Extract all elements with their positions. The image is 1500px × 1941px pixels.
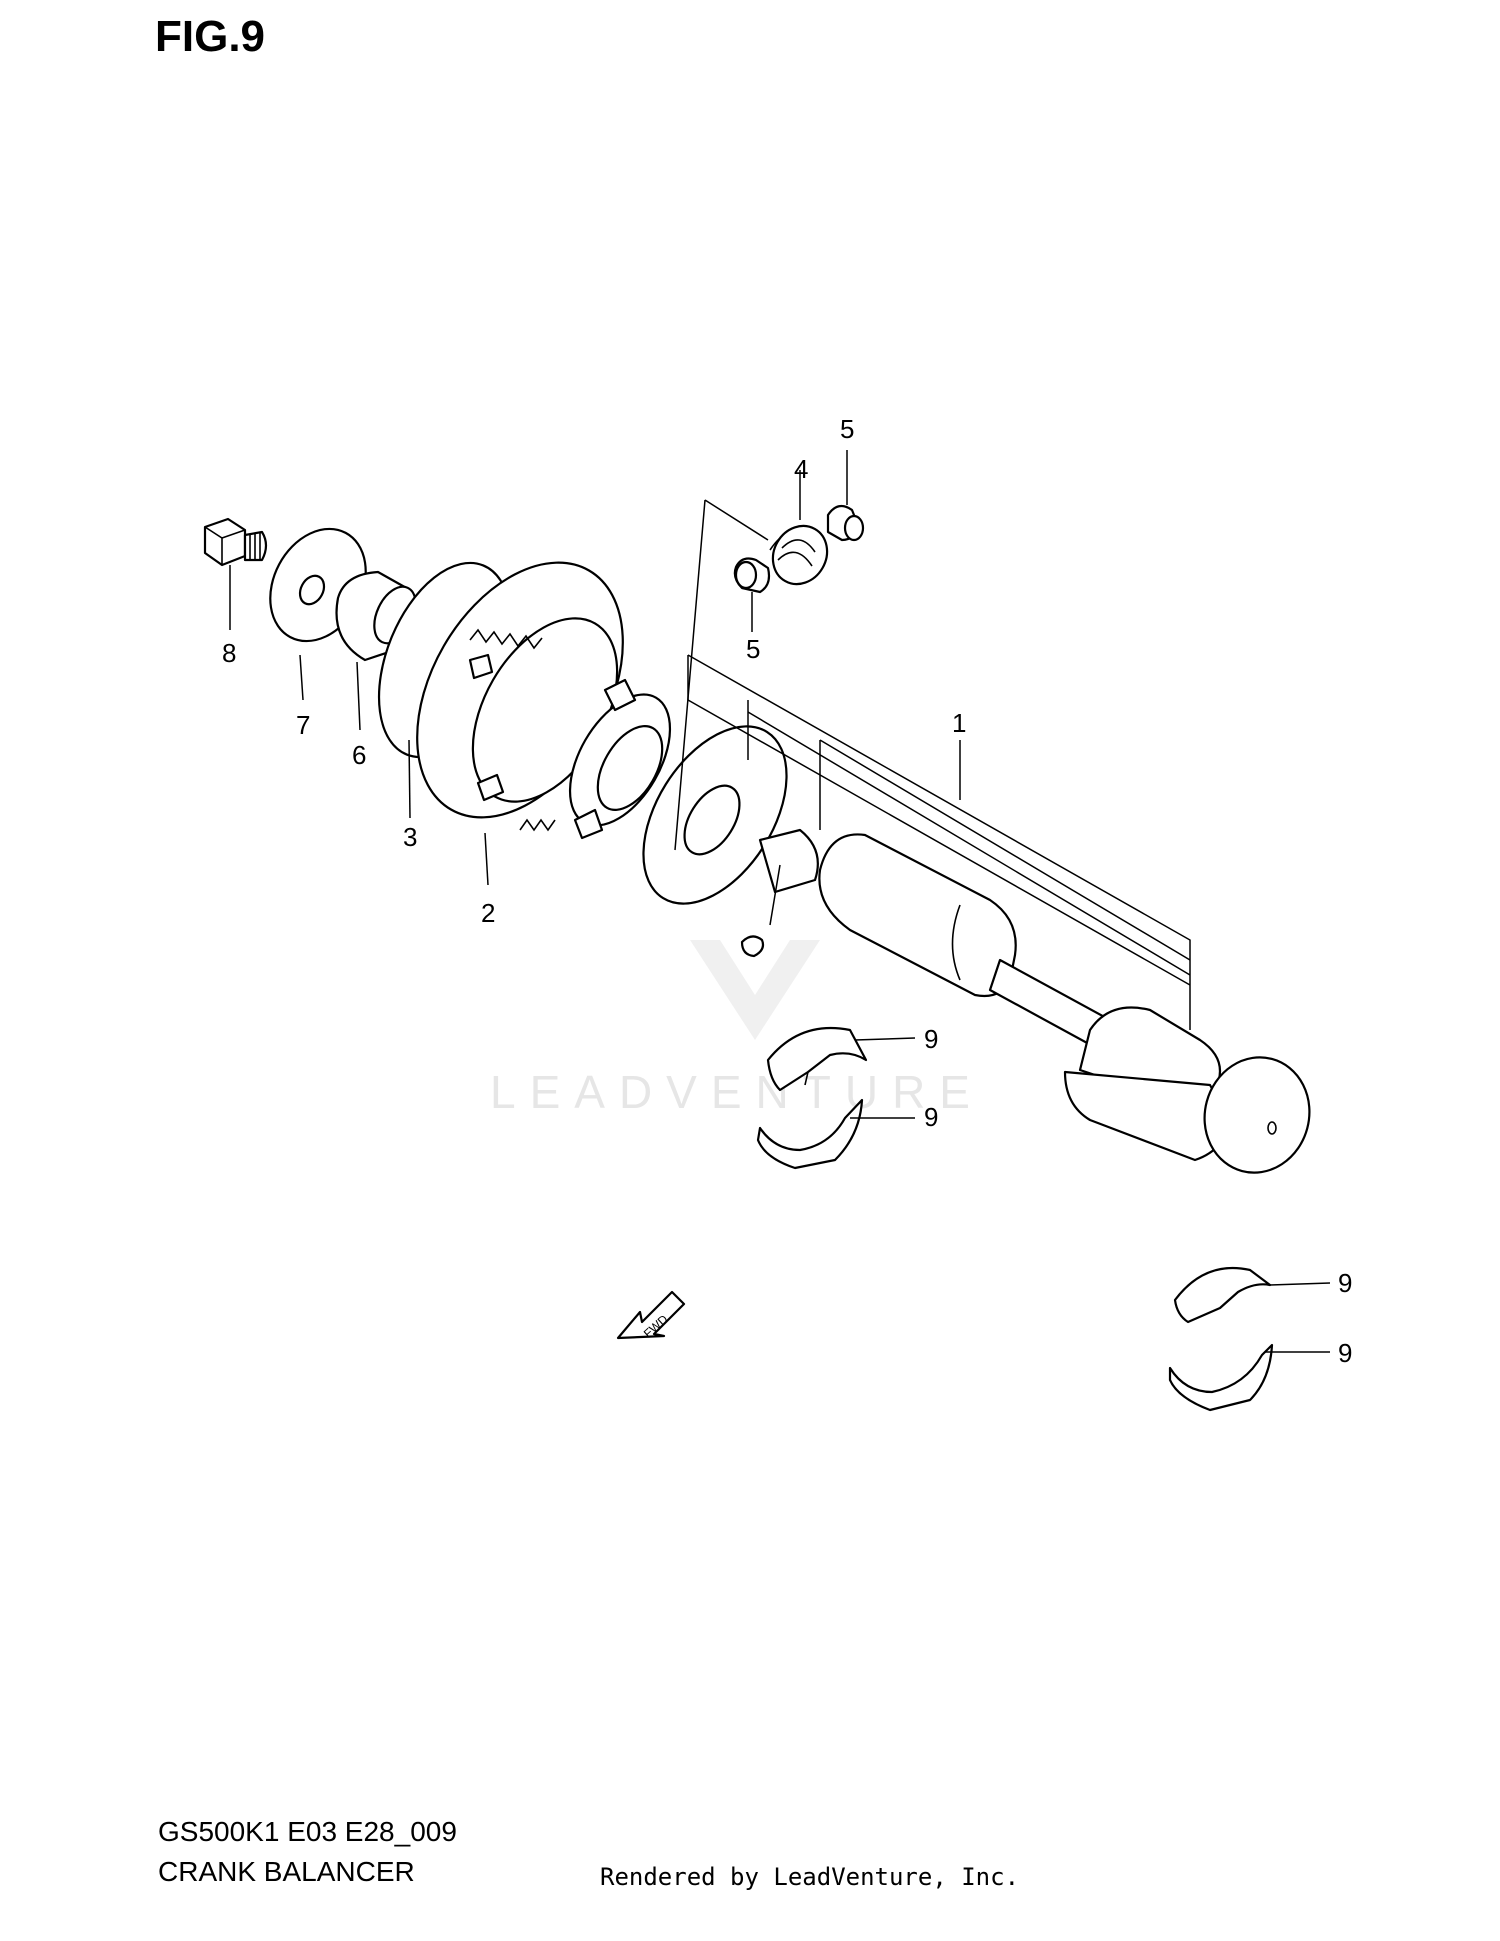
fwd-arrow: FWD (616, 1290, 686, 1341)
callout-5-top: 5 (840, 414, 854, 444)
callout-9-d: 9 (1338, 1338, 1352, 1368)
spring-cap-top[interactable] (826, 504, 865, 542)
rendered-by-credit: Rendered by LeadVenture, Inc. (600, 1863, 1020, 1891)
callout-7: 7 (296, 710, 310, 740)
crank-bearing-lower-a[interactable] (1173, 1266, 1272, 1324)
callout-9-b: 9 (924, 1102, 938, 1132)
leader-lines (229, 450, 1331, 1353)
crank-bearing-upper-b[interactable] (756, 1098, 864, 1170)
spring[interactable] (762, 516, 837, 594)
watermark: LEADVENTURE (490, 940, 984, 1118)
key[interactable] (740, 935, 765, 958)
figure-title: FIG.9 (155, 12, 266, 61)
section-name: CRANK BALANCER (158, 1856, 415, 1887)
callout-1: 1 (952, 708, 966, 738)
callout-5-bottom: 5 (746, 634, 760, 664)
spring-cap-bottom[interactable] (733, 557, 771, 594)
balancer-washer[interactable] (614, 701, 816, 929)
callout-2: 2 (481, 898, 495, 928)
model-code: GS500K1 E03 E28_009 (158, 1816, 457, 1847)
watermark-text: LEADVENTURE (490, 1066, 984, 1118)
callout-8: 8 (222, 638, 236, 668)
callout-3: 3 (403, 822, 417, 852)
crank-bearing-lower-b[interactable] (1168, 1343, 1274, 1412)
callout-9-a: 9 (924, 1024, 938, 1054)
balancer-hub[interactable] (549, 678, 690, 843)
balancer-shaft[interactable] (758, 828, 1322, 1184)
callout-9-c: 9 (1338, 1268, 1352, 1298)
callout-4: 4 (794, 454, 808, 484)
crank-bearing-upper-a[interactable] (766, 1026, 868, 1092)
bolt[interactable] (203, 517, 268, 567)
callout-6: 6 (352, 740, 366, 770)
